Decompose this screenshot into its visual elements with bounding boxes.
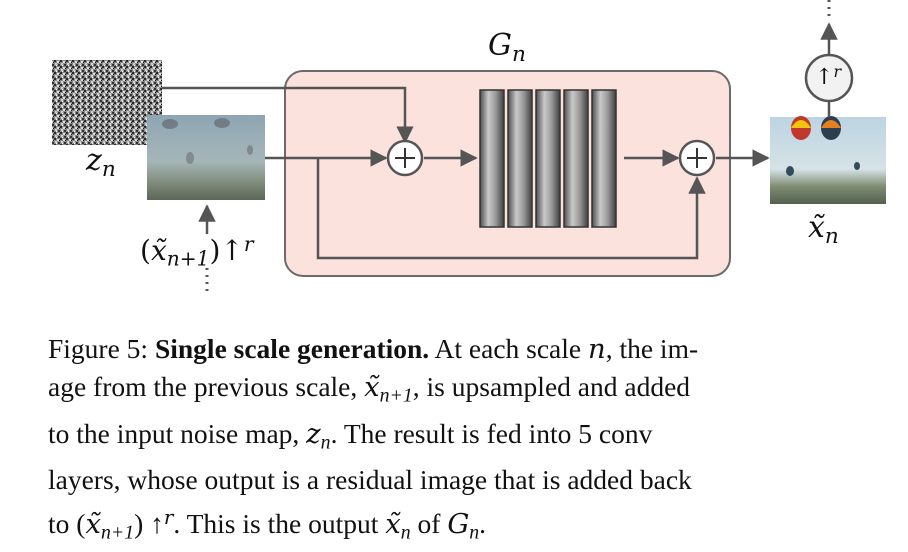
caption-text: . This is the output — [173, 507, 386, 539]
figure-number: Figure 5: — [48, 333, 155, 364]
conv-layer-1 — [479, 89, 505, 228]
math-superscript: r — [163, 506, 174, 530]
caption-line-1: Figure 5: Single scale generation. At ea… — [48, 330, 890, 368]
math-x-tilde: x̃ — [85, 507, 101, 540]
sum-node-residual — [678, 139, 716, 177]
upsample-superscript: r — [833, 62, 842, 81]
output-subscript: n — [824, 224, 839, 250]
prev-symbol: x̃ — [150, 234, 167, 268]
math-subscript: n+1 — [100, 521, 135, 544]
math-z: z — [306, 417, 321, 450]
prev-subscript: n+1 — [166, 246, 210, 271]
upsample-node — [804, 53, 854, 103]
caption-line-3: to the input noise map, zn. The result i… — [48, 415, 890, 462]
caption-line-2: age from the previous scale, x̃n+1, is u… — [48, 368, 890, 415]
caption-title: Single scale generation. — [154, 333, 430, 364]
caption-text: of — [410, 507, 448, 539]
skip-connection-arrow — [316, 158, 706, 260]
math-subscript: n — [469, 521, 480, 544]
prev-open-paren: ( — [140, 234, 151, 268]
previous-scale-label: (x̃n+1)↑r — [140, 232, 253, 271]
prev-superscript: r — [243, 232, 254, 256]
noise-label: zn — [86, 143, 116, 182]
conv-layers — [479, 89, 617, 228]
caption-text: conv — [592, 417, 653, 449]
figure-caption: Figure 5: Single scale generation. At ea… — [48, 330, 890, 552]
caption-text: to ( — [48, 507, 86, 539]
math-five: 5 — [578, 417, 593, 449]
upsample-label: ↑r — [815, 62, 841, 90]
upsampled-previous-image — [147, 115, 265, 200]
math-n: n — [587, 333, 606, 365]
prev-close-paren-arrow: )↑ — [209, 234, 244, 268]
noise-symbol: z — [86, 143, 102, 178]
conv-layer-4 — [563, 89, 589, 228]
math-subscript: n+1 — [379, 384, 413, 407]
math-x-tilde: x̃ — [385, 507, 401, 540]
output-label: x̃n — [808, 210, 839, 249]
caption-text: . — [479, 507, 487, 539]
caption-text: age from the previous scale, — [48, 371, 365, 402]
caption-text: to the input noise map, — [48, 417, 307, 449]
upsample-arrow-symbol: ↑ — [815, 65, 834, 91]
generator-subscript: n — [511, 42, 526, 68]
generator-symbol: G — [488, 28, 512, 63]
caption-text: ) ↑ — [134, 507, 164, 539]
conv-layer-5 — [591, 89, 617, 228]
caption-text: , is upsampled and added — [412, 371, 691, 402]
noise-to-sum-arrow — [162, 86, 414, 144]
noise-subscript: n — [101, 157, 116, 183]
conv-layer-2 — [507, 89, 533, 228]
math-g: G — [447, 507, 470, 540]
caption-line-4: layers, whose output is a residual image… — [48, 461, 890, 499]
caption-text: . The result is fed into — [330, 417, 579, 449]
caption-text: layers, whose output is a residual image… — [48, 464, 692, 496]
diagram: Gn zn (x̃n+1)↑r x̃n ↑r — [52, 0, 886, 296]
diagram-svg — [52, 0, 886, 296]
noise-map-image — [52, 60, 162, 145]
caption-line-5: to (x̃n+1) ↑r. This is the output x̃n of… — [48, 499, 890, 551]
generator-label: Gn — [488, 28, 526, 67]
conv-layer-3 — [535, 89, 561, 228]
output-image — [770, 116, 886, 204]
math-subscript: n — [320, 431, 331, 454]
caption-text: At each scale — [429, 333, 588, 364]
math-subscript: n — [400, 521, 411, 544]
sum-node-input — [386, 139, 424, 177]
output-symbol: x̃ — [808, 210, 825, 245]
math-x-tilde: x̃ — [364, 371, 380, 403]
caption-text: , the im- — [605, 333, 699, 364]
